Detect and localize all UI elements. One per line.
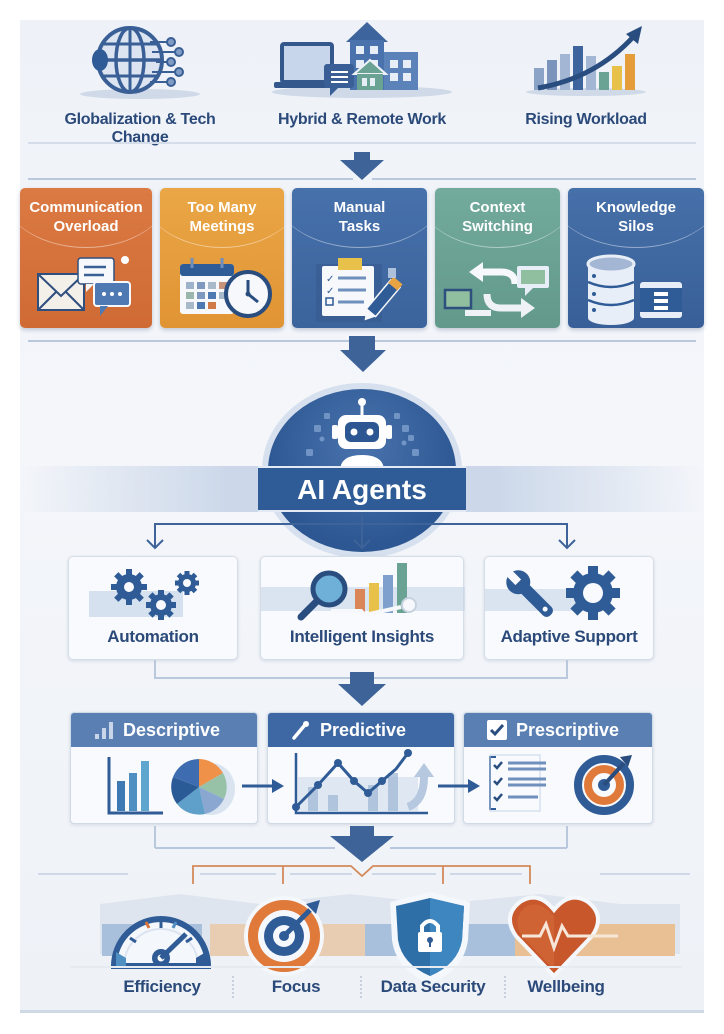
divider bbox=[28, 340, 353, 342]
analytics-card-descriptive: Descriptive bbox=[70, 712, 258, 824]
heart-pulse-icon bbox=[508, 895, 618, 979]
driver-label: Hybrid & Remote Work bbox=[278, 111, 446, 128]
driver-hybrid-work: Hybrid & Remote Work bbox=[262, 22, 462, 129]
rising-bar-chart-icon bbox=[526, 26, 646, 96]
analytics-card-prescriptive: Prescriptive bbox=[463, 712, 653, 824]
divider bbox=[372, 178, 696, 180]
bar-pie-chart-icon bbox=[107, 757, 235, 815]
calendar-clock-icon bbox=[180, 258, 272, 318]
capability-label: Intelligent Insights bbox=[289, 627, 435, 646]
driver-globalization: Globalization & Tech Change bbox=[40, 22, 240, 147]
analytics-header: Prescriptive bbox=[464, 713, 652, 747]
card-arc bbox=[160, 188, 284, 248]
flow-arrow-down bbox=[340, 160, 384, 180]
speedometer-icon bbox=[110, 916, 212, 969]
flow-arrow-right bbox=[438, 779, 480, 793]
envelope-chat-icon bbox=[37, 256, 131, 316]
target-icon bbox=[244, 896, 324, 976]
analytics-label: Prescriptive bbox=[516, 720, 620, 740]
driver-label: Rising Workload bbox=[525, 111, 647, 128]
trend-line-chart-icon bbox=[292, 749, 434, 815]
bottom-edge bbox=[20, 1010, 704, 1013]
flow-arrow-right bbox=[242, 779, 284, 793]
capability-card-adaptive-support: Adaptive Support bbox=[484, 556, 654, 660]
analytics-header: Descriptive bbox=[71, 713, 257, 747]
card-arc bbox=[435, 188, 560, 248]
checkbox-icon bbox=[487, 720, 507, 740]
svg-text:✓: ✓ bbox=[326, 286, 334, 297]
analytics-header: Predictive bbox=[268, 713, 454, 747]
separator bbox=[504, 976, 506, 998]
switch-arrows-icon bbox=[443, 262, 549, 318]
divider bbox=[28, 178, 353, 180]
database-icon bbox=[586, 254, 682, 325]
separator bbox=[232, 976, 234, 998]
analytics-label: Descriptive bbox=[123, 720, 221, 740]
capability-card-intelligent-insights: Intelligent Insights bbox=[260, 556, 465, 660]
flow-arrow-down bbox=[340, 350, 386, 372]
flow-arrow-stem bbox=[349, 336, 375, 350]
laptop-buildings-icon bbox=[272, 22, 452, 98]
divider bbox=[28, 142, 696, 144]
magnifier-chart-icon bbox=[261, 563, 465, 621]
separator bbox=[360, 976, 362, 998]
divider bbox=[372, 340, 696, 342]
outcome-label-wellbeing: Wellbeing bbox=[527, 977, 605, 996]
driver-rising-workload: Rising Workload bbox=[486, 22, 686, 129]
gears-icon bbox=[89, 569, 199, 620]
merge-connector bbox=[154, 660, 568, 706]
driver-label: Globalization & Tech Change bbox=[64, 111, 216, 146]
wrench-gear-icon bbox=[485, 566, 620, 620]
analytics-label: Predictive bbox=[320, 720, 407, 740]
analytics-card-predictive: Predictive bbox=[267, 712, 455, 824]
capability-label: Adaptive Support bbox=[500, 627, 638, 646]
shield-lock-icon bbox=[390, 892, 470, 984]
capability-card-automation: Automation bbox=[68, 556, 238, 660]
checklist-pencil-icon: ✓ ✓ bbox=[316, 258, 403, 322]
bar-signal-icon bbox=[95, 722, 113, 739]
branch-connector bbox=[146, 514, 576, 550]
core-title: AI Agents bbox=[258, 466, 466, 512]
checklist-target-icon bbox=[489, 754, 634, 815]
outcome-label-focus: Focus bbox=[271, 977, 321, 996]
card-arc bbox=[20, 188, 152, 248]
globe-network-icon bbox=[80, 26, 200, 99]
flow-arrow-stem bbox=[354, 152, 370, 160]
svg-text:✓: ✓ bbox=[326, 274, 334, 285]
outcome-label-efficiency: Efficiency bbox=[123, 977, 201, 996]
card-arc bbox=[568, 188, 704, 248]
capability-label: Automation bbox=[107, 627, 199, 646]
divider bbox=[70, 966, 682, 968]
outcomes-connector bbox=[38, 826, 690, 884]
outcome-label-data-security: Data Security bbox=[380, 977, 486, 996]
card-arc bbox=[292, 188, 427, 248]
dropper-icon bbox=[292, 721, 309, 740]
